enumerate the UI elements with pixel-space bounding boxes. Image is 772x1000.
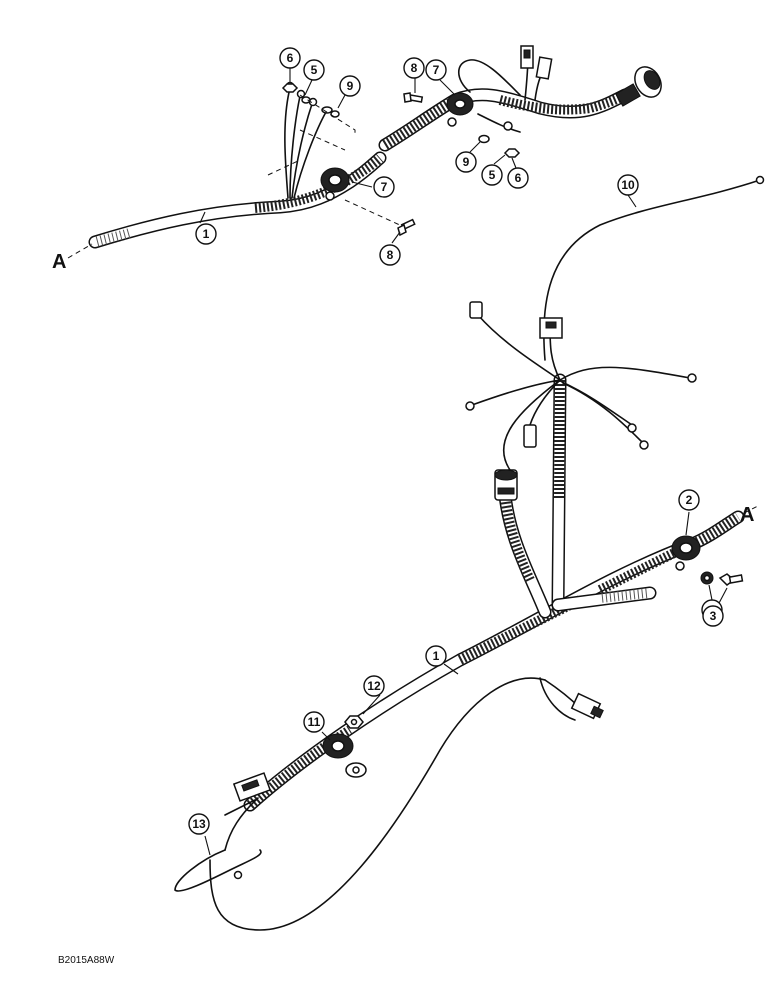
connector-icon — [232, 772, 272, 802]
svg-text:13: 13 — [192, 817, 206, 831]
svg-text:7: 7 — [433, 63, 440, 77]
svg-text:5: 5 — [489, 168, 496, 182]
washer-icon — [330, 110, 340, 118]
hex-nut-icon — [281, 83, 299, 93]
callout-7-left: 7 — [373, 176, 395, 198]
bolt-icon — [397, 218, 416, 237]
svg-text:8: 8 — [387, 248, 394, 262]
svg-text:11: 11 — [308, 715, 321, 729]
callout-10: 10 — [617, 174, 639, 196]
svg-text:9: 9 — [347, 79, 354, 93]
callout-11: 11 — [303, 711, 325, 733]
hex-nut-icon — [503, 148, 521, 158]
lock-washer-icon — [700, 571, 714, 585]
callout-1-bottom: 1 — [425, 645, 447, 667]
ref-letter-a-right: A — [740, 504, 754, 526]
connector-icon — [535, 56, 553, 80]
leader-lines — [199, 68, 728, 856]
callout-8-top: 8 — [403, 57, 425, 79]
svg-text:1: 1 — [433, 649, 440, 663]
round-connector-icon — [615, 66, 662, 107]
svg-text:12: 12 — [367, 679, 381, 693]
svg-text:7: 7 — [381, 180, 388, 194]
callout-5-top: 5 — [303, 59, 325, 81]
callout-13: 13 — [188, 813, 210, 835]
harness-clip-icon — [671, 535, 701, 571]
connector-icon — [539, 317, 563, 339]
callout-6-top: 6 — [279, 47, 301, 69]
callout-12: 12 — [363, 675, 385, 697]
callout-6-mid: 6 — [507, 167, 529, 189]
svg-text:5: 5 — [311, 63, 318, 77]
svg-text:3: 3 — [710, 609, 717, 623]
callout-9-top: 9 — [339, 75, 361, 97]
connector-icon — [469, 301, 483, 319]
connector-icon — [570, 692, 604, 720]
callout-9-mid: 9 — [455, 151, 477, 173]
ref-letter-a-left: A — [52, 251, 66, 273]
callout-2: 2 — [678, 489, 700, 511]
svg-text:6: 6 — [287, 51, 294, 65]
bolt-icon — [718, 573, 744, 586]
figure-code: B2015A88W — [58, 955, 115, 966]
lock-washer-icon — [478, 134, 490, 144]
svg-text:9: 9 — [463, 155, 470, 169]
callout-8-mid: 8 — [379, 244, 401, 266]
svg-text:6: 6 — [515, 171, 522, 185]
connector-icon — [520, 45, 534, 69]
callout-1-top: 1 — [195, 223, 217, 245]
callout-5-mid: 5 — [481, 164, 503, 186]
lock-washer-icon — [301, 96, 311, 104]
svg-text:2: 2 — [686, 493, 693, 507]
svg-text:8: 8 — [411, 61, 418, 75]
callout-item-3: 3 — [702, 605, 724, 627]
harness-clip-icon — [322, 733, 367, 778]
bolt-icon — [403, 92, 424, 103]
connector-icon — [523, 424, 537, 448]
hex-nut-icon — [344, 715, 364, 729]
harness-clip-icon — [320, 167, 350, 201]
upper-harness — [67, 45, 662, 259]
svg-text:1: 1 — [203, 227, 210, 241]
round-connector-icon — [494, 469, 518, 501]
harness-clip-icon — [446, 92, 474, 127]
lower-harness — [174, 175, 765, 931]
callout-7-top: 7 — [425, 59, 447, 81]
svg-text:10: 10 — [621, 178, 635, 192]
